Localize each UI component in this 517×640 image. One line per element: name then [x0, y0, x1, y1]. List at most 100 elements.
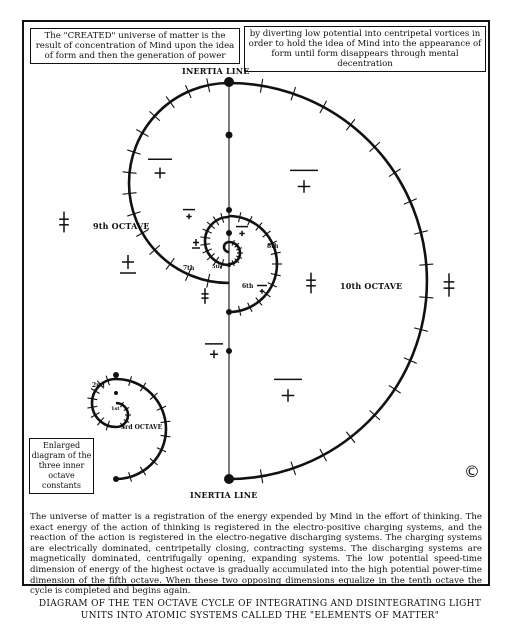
- spiral-tick: [212, 216, 220, 226]
- spiral-tick: [319, 448, 328, 462]
- spiral-tick: [123, 419, 130, 423]
- spiral-tick: [255, 222, 263, 231]
- spiral-tick: [403, 198, 417, 205]
- spiral-tick: [105, 420, 111, 431]
- spiral-tick: [388, 168, 401, 177]
- spiral-tick: [319, 100, 328, 114]
- spiral-tick: [200, 243, 211, 246]
- spiral-tick: [128, 376, 133, 386]
- spiral-tick: [247, 302, 253, 312]
- spiral-tick: [388, 385, 401, 394]
- spiral-tick: [96, 380, 105, 389]
- spiral-tick: [122, 192, 137, 195]
- inertia-line-top-label: INERTIA LINE: [182, 66, 250, 76]
- spiral-tick: [220, 213, 225, 223]
- spiral-tick: [149, 392, 158, 400]
- spiral-arc-6: [222, 240, 230, 254]
- charge-signs: [59, 158, 455, 402]
- spiral-tick: [419, 296, 434, 299]
- inertia-dots: [113, 77, 234, 484]
- inertia-dot: [114, 391, 118, 395]
- description-paragraph: The universe of matter is a registration…: [30, 512, 482, 597]
- spiral-tick: [160, 434, 171, 438]
- spiral-tick: [290, 86, 297, 101]
- spiral-tick: [220, 259, 225, 269]
- spiral-tick: [238, 212, 242, 223]
- octave-1-label: 1st: [111, 406, 120, 412]
- inertia-line-bottom-label: INERTIA LINE: [190, 490, 258, 500]
- spiral-tick: [122, 171, 137, 174]
- inertia-dot: [225, 131, 233, 139]
- inertia-dot: [224, 77, 234, 87]
- spiral-tick: [202, 248, 212, 254]
- inertia-dot: [113, 372, 119, 378]
- spiral-tick: [236, 255, 243, 259]
- copyright-mark: ©: [464, 462, 480, 481]
- spiral-tick: [345, 431, 356, 444]
- spiral-tick: [247, 216, 253, 226]
- spiral-tick: [414, 230, 428, 235]
- spiral-tick: [127, 149, 141, 155]
- spiral-tick: [259, 469, 264, 484]
- spiral-tick: [136, 129, 149, 137]
- spiral-tick: [149, 458, 158, 466]
- spiral-tick: [165, 96, 175, 109]
- octave-10-label: 10th OCTAVE: [340, 281, 403, 291]
- spiral-tick: [202, 228, 212, 234]
- octave-9-label: 9th OCTAVE: [93, 221, 150, 231]
- spiral-tick: [369, 409, 381, 421]
- spiral-tick: [255, 297, 263, 306]
- spiral-tick: [123, 407, 130, 411]
- header-left-box: The "CREATED" universe of matter is the …: [30, 28, 240, 64]
- spiral-tick: [212, 256, 220, 266]
- spiral-tick: [236, 247, 243, 251]
- octave-6-label: 6th: [242, 283, 254, 290]
- spiral-tick: [262, 230, 271, 238]
- octave-3-label: 3rd OCTAVE: [121, 424, 163, 431]
- figure-caption: DIAGRAM OF THE TEN OCTAVE CYCLE OF INTEG…: [38, 599, 482, 621]
- spiral-tick: [234, 242, 240, 248]
- spiral-tick: [414, 327, 428, 332]
- spiral-tick: [231, 239, 235, 246]
- spiral-tick: [267, 282, 277, 288]
- header-right-box: by diverting low potential into centripe…: [244, 26, 486, 72]
- spiral-tick: [267, 240, 277, 246]
- spiral-tick: [165, 257, 175, 270]
- spiral-tick: [149, 110, 161, 122]
- spiral-tick: [206, 253, 216, 261]
- spiral-tick: [120, 422, 124, 429]
- spiral-tick: [156, 405, 167, 411]
- inertia-dot: [226, 348, 232, 354]
- inertia-dot: [113, 476, 119, 482]
- octave-2-label: 2nd: [92, 382, 105, 389]
- spiral-tick: [345, 118, 356, 131]
- spiral-tick: [259, 78, 264, 93]
- spiral-tick: [87, 397, 98, 401]
- spiral-tick: [270, 273, 281, 277]
- spiral-tick: [136, 229, 149, 237]
- spiral-tick: [270, 251, 281, 255]
- spiral-tick: [206, 221, 216, 229]
- inertia-dot: [227, 263, 231, 267]
- inertia-dot: [226, 230, 232, 236]
- spiral-tick: [419, 263, 434, 266]
- spiral-tick: [127, 211, 141, 217]
- spiral-tick: [90, 412, 100, 418]
- spiral-arc-3: [228, 214, 279, 314]
- spiral-tick: [234, 258, 240, 264]
- spiral-tick: [238, 305, 242, 316]
- octave-7-label: 7th: [183, 265, 195, 272]
- spiral-arc-2: [127, 81, 230, 285]
- spiral-tick: [90, 388, 100, 394]
- octave-5-label: 5th: [212, 264, 222, 270]
- spiral-tick: [184, 267, 192, 281]
- spiral-tick: [105, 375, 111, 386]
- spiral-tick: [128, 472, 133, 482]
- spiral-arc-1: [228, 81, 429, 481]
- spiral-tick: [87, 405, 98, 409]
- spiral-tick: [149, 244, 161, 256]
- spiral-arc-4: [203, 215, 230, 267]
- spiral-tick: [206, 78, 211, 93]
- spiral-tick: [139, 382, 147, 392]
